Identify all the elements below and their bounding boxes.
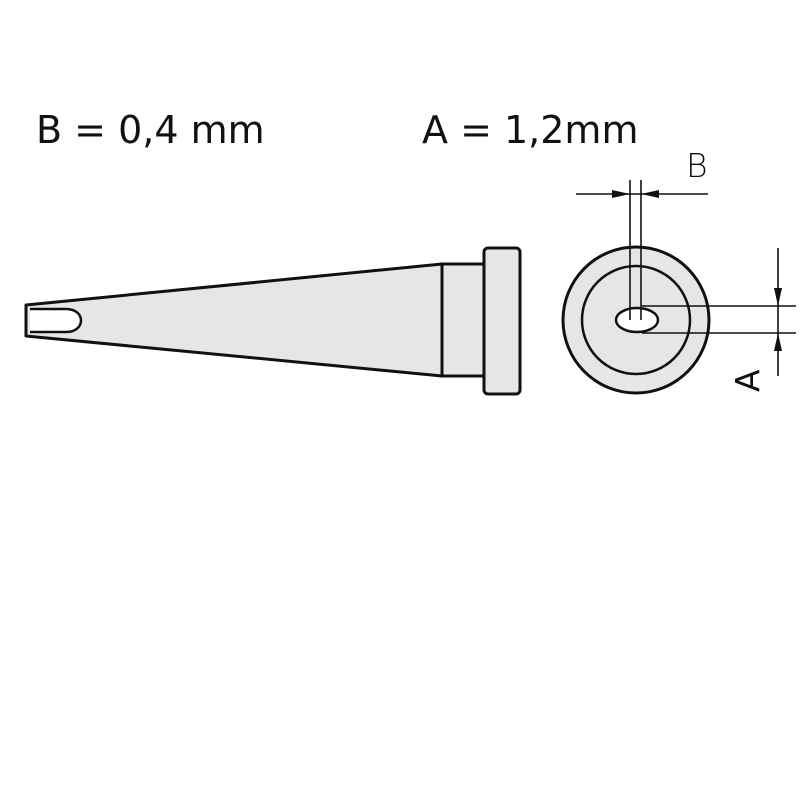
dim-b-arrow-right [641,190,659,198]
tip-end-view [561,245,711,395]
dim-b-arrow-left [612,190,630,198]
end-view-tip-face [614,306,660,334]
dimension-b-letter: B [686,146,708,185]
tip-collar [482,246,522,396]
dim-a-arrow-top [774,288,782,306]
tip-cone [24,262,444,378]
tip-shank [440,262,486,378]
b-spec-label: B = 0,4 mm [36,108,265,152]
dimension-a-letter: A [728,369,767,392]
tip-side-view [24,246,522,396]
tip-chisel-ellipse [30,307,83,334]
a-spec-label: A = 1,2mm [422,108,639,152]
dimension-a [642,248,796,376]
dim-a-arrow-bottom [774,333,782,351]
dimension-b [576,180,708,320]
